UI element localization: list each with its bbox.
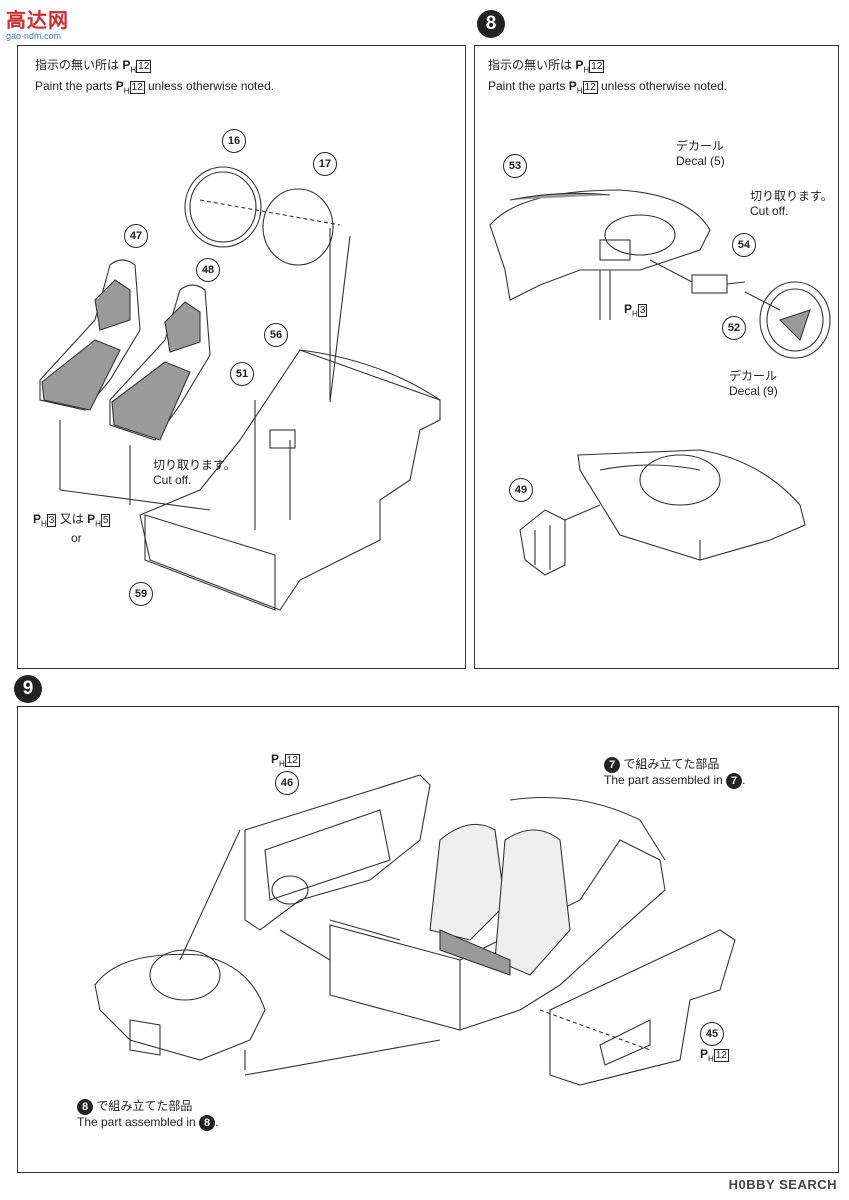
paint-code-45: 12 bbox=[713, 1049, 729, 1062]
step-8-cut-note: 切り取ります。 Cut off. bbox=[750, 189, 833, 219]
decal-5-note: デカール Decal (5) bbox=[676, 139, 725, 168]
asm7-en: The part assembled in bbox=[604, 773, 723, 788]
step-ref-7: 7 bbox=[604, 757, 620, 773]
part-48-label: 48 bbox=[196, 258, 220, 282]
step-8-badge: 8 bbox=[477, 10, 505, 38]
part-53-label: 53 bbox=[503, 154, 527, 178]
floor-pan-59-drawing bbox=[139, 349, 441, 611]
decal-en: Decal bbox=[676, 154, 707, 168]
paint-code: 12 bbox=[582, 81, 598, 95]
decal-jp: デカール bbox=[676, 139, 725, 153]
decal-9-note: デカール Decal (9) bbox=[729, 369, 778, 398]
part-56-label: 56 bbox=[264, 323, 288, 347]
note-jp: 指示の無い所は bbox=[488, 58, 573, 72]
steering-wheel-52-drawing bbox=[759, 281, 831, 359]
part-51-label: 51 bbox=[230, 362, 254, 386]
decal-jp: デカール bbox=[729, 369, 778, 383]
seat-48-drawing bbox=[109, 284, 211, 441]
gauge-lens-17-drawing bbox=[262, 188, 334, 266]
note-en-suffix: unless otherwise noted. bbox=[601, 79, 728, 94]
decal-number: 5 bbox=[714, 154, 721, 168]
step-9-badge: 9 bbox=[14, 675, 42, 703]
seat-47-drawing bbox=[39, 259, 141, 411]
step-7-cut-note: 切り取ります。 Cut off. bbox=[153, 458, 236, 488]
logo-text-en: gao-ndm.com bbox=[6, 31, 62, 41]
seat-paint-code-2: 5 bbox=[100, 514, 111, 527]
step-9-panel bbox=[17, 706, 839, 1173]
seat-paint-code-1: 3 bbox=[46, 514, 57, 527]
decal-number: 9 bbox=[767, 384, 774, 398]
note-en-prefix: Paint the parts bbox=[35, 79, 113, 94]
paint-code-46: 12 bbox=[284, 754, 300, 767]
pedals-49-drawing bbox=[519, 504, 601, 576]
decal-en: Decal bbox=[729, 384, 760, 398]
assembled-8-note: 8 で組み立てた部品 The part assembled in 8. bbox=[77, 1099, 219, 1131]
note-en-prefix: Paint the parts bbox=[488, 79, 566, 94]
asm7-jp: で組み立てた部品 bbox=[623, 757, 720, 772]
steering-hub-54-drawing bbox=[691, 274, 746, 294]
door-panel-45-drawing bbox=[549, 929, 736, 1086]
cut-jp: 切り取ります。 bbox=[153, 458, 236, 472]
step-ref-7: 7 bbox=[726, 773, 743, 789]
note-en-suffix: unless otherwise noted. bbox=[148, 79, 275, 94]
dashboard-assembly-drawing bbox=[94, 949, 266, 1061]
part-17-label: 17 bbox=[313, 152, 337, 176]
seat-paint-or-en: or bbox=[71, 531, 82, 546]
logo-text-cn: 高达网 bbox=[6, 10, 69, 32]
site-logo: 高达网 gao-ndm.com bbox=[6, 4, 76, 41]
seat-paint-or-jp: 又は bbox=[59, 512, 84, 526]
dash-paint-code: 3 bbox=[637, 304, 648, 317]
part-45-label: 45 bbox=[700, 1022, 724, 1046]
door-panel-46-drawing bbox=[244, 774, 431, 931]
part-49-label: 49 bbox=[509, 478, 533, 502]
part-59-label: 59 bbox=[129, 582, 153, 606]
part-47-label: 47 bbox=[124, 224, 148, 248]
asm8-en: The part assembled in bbox=[77, 1115, 196, 1130]
paint-code: 12 bbox=[136, 60, 152, 73]
paint-code: 12 bbox=[589, 60, 605, 73]
asm8-jp: で組み立てた部品 bbox=[96, 1099, 193, 1114]
paint-code: 12 bbox=[129, 81, 145, 95]
part-54-label: 54 bbox=[732, 233, 756, 257]
note-jp: 指示の無い所は bbox=[35, 58, 120, 72]
gauge-lens-16-drawing bbox=[184, 166, 262, 248]
cut-jp: 切り取ります。 bbox=[750, 189, 833, 203]
lower-dash-drawing bbox=[577, 449, 806, 561]
dashboard-53-drawing bbox=[489, 189, 711, 320]
step-ref-8: 8 bbox=[77, 1099, 93, 1115]
interior-tub-drawing bbox=[329, 796, 666, 1031]
part-46-label: 46 bbox=[275, 771, 299, 795]
hobby-search-watermark: H0BBY SEARCH bbox=[728, 1177, 837, 1192]
assembled-7-note: 7 で組み立てた部品 The part assembled in 7. bbox=[604, 757, 746, 789]
part-16-label: 16 bbox=[222, 129, 246, 153]
part-52-label: 52 bbox=[722, 316, 746, 340]
cut-en: Cut off. bbox=[153, 473, 192, 487]
step-ref-8: 8 bbox=[199, 1115, 216, 1131]
cut-en: Cut off. bbox=[750, 204, 789, 218]
